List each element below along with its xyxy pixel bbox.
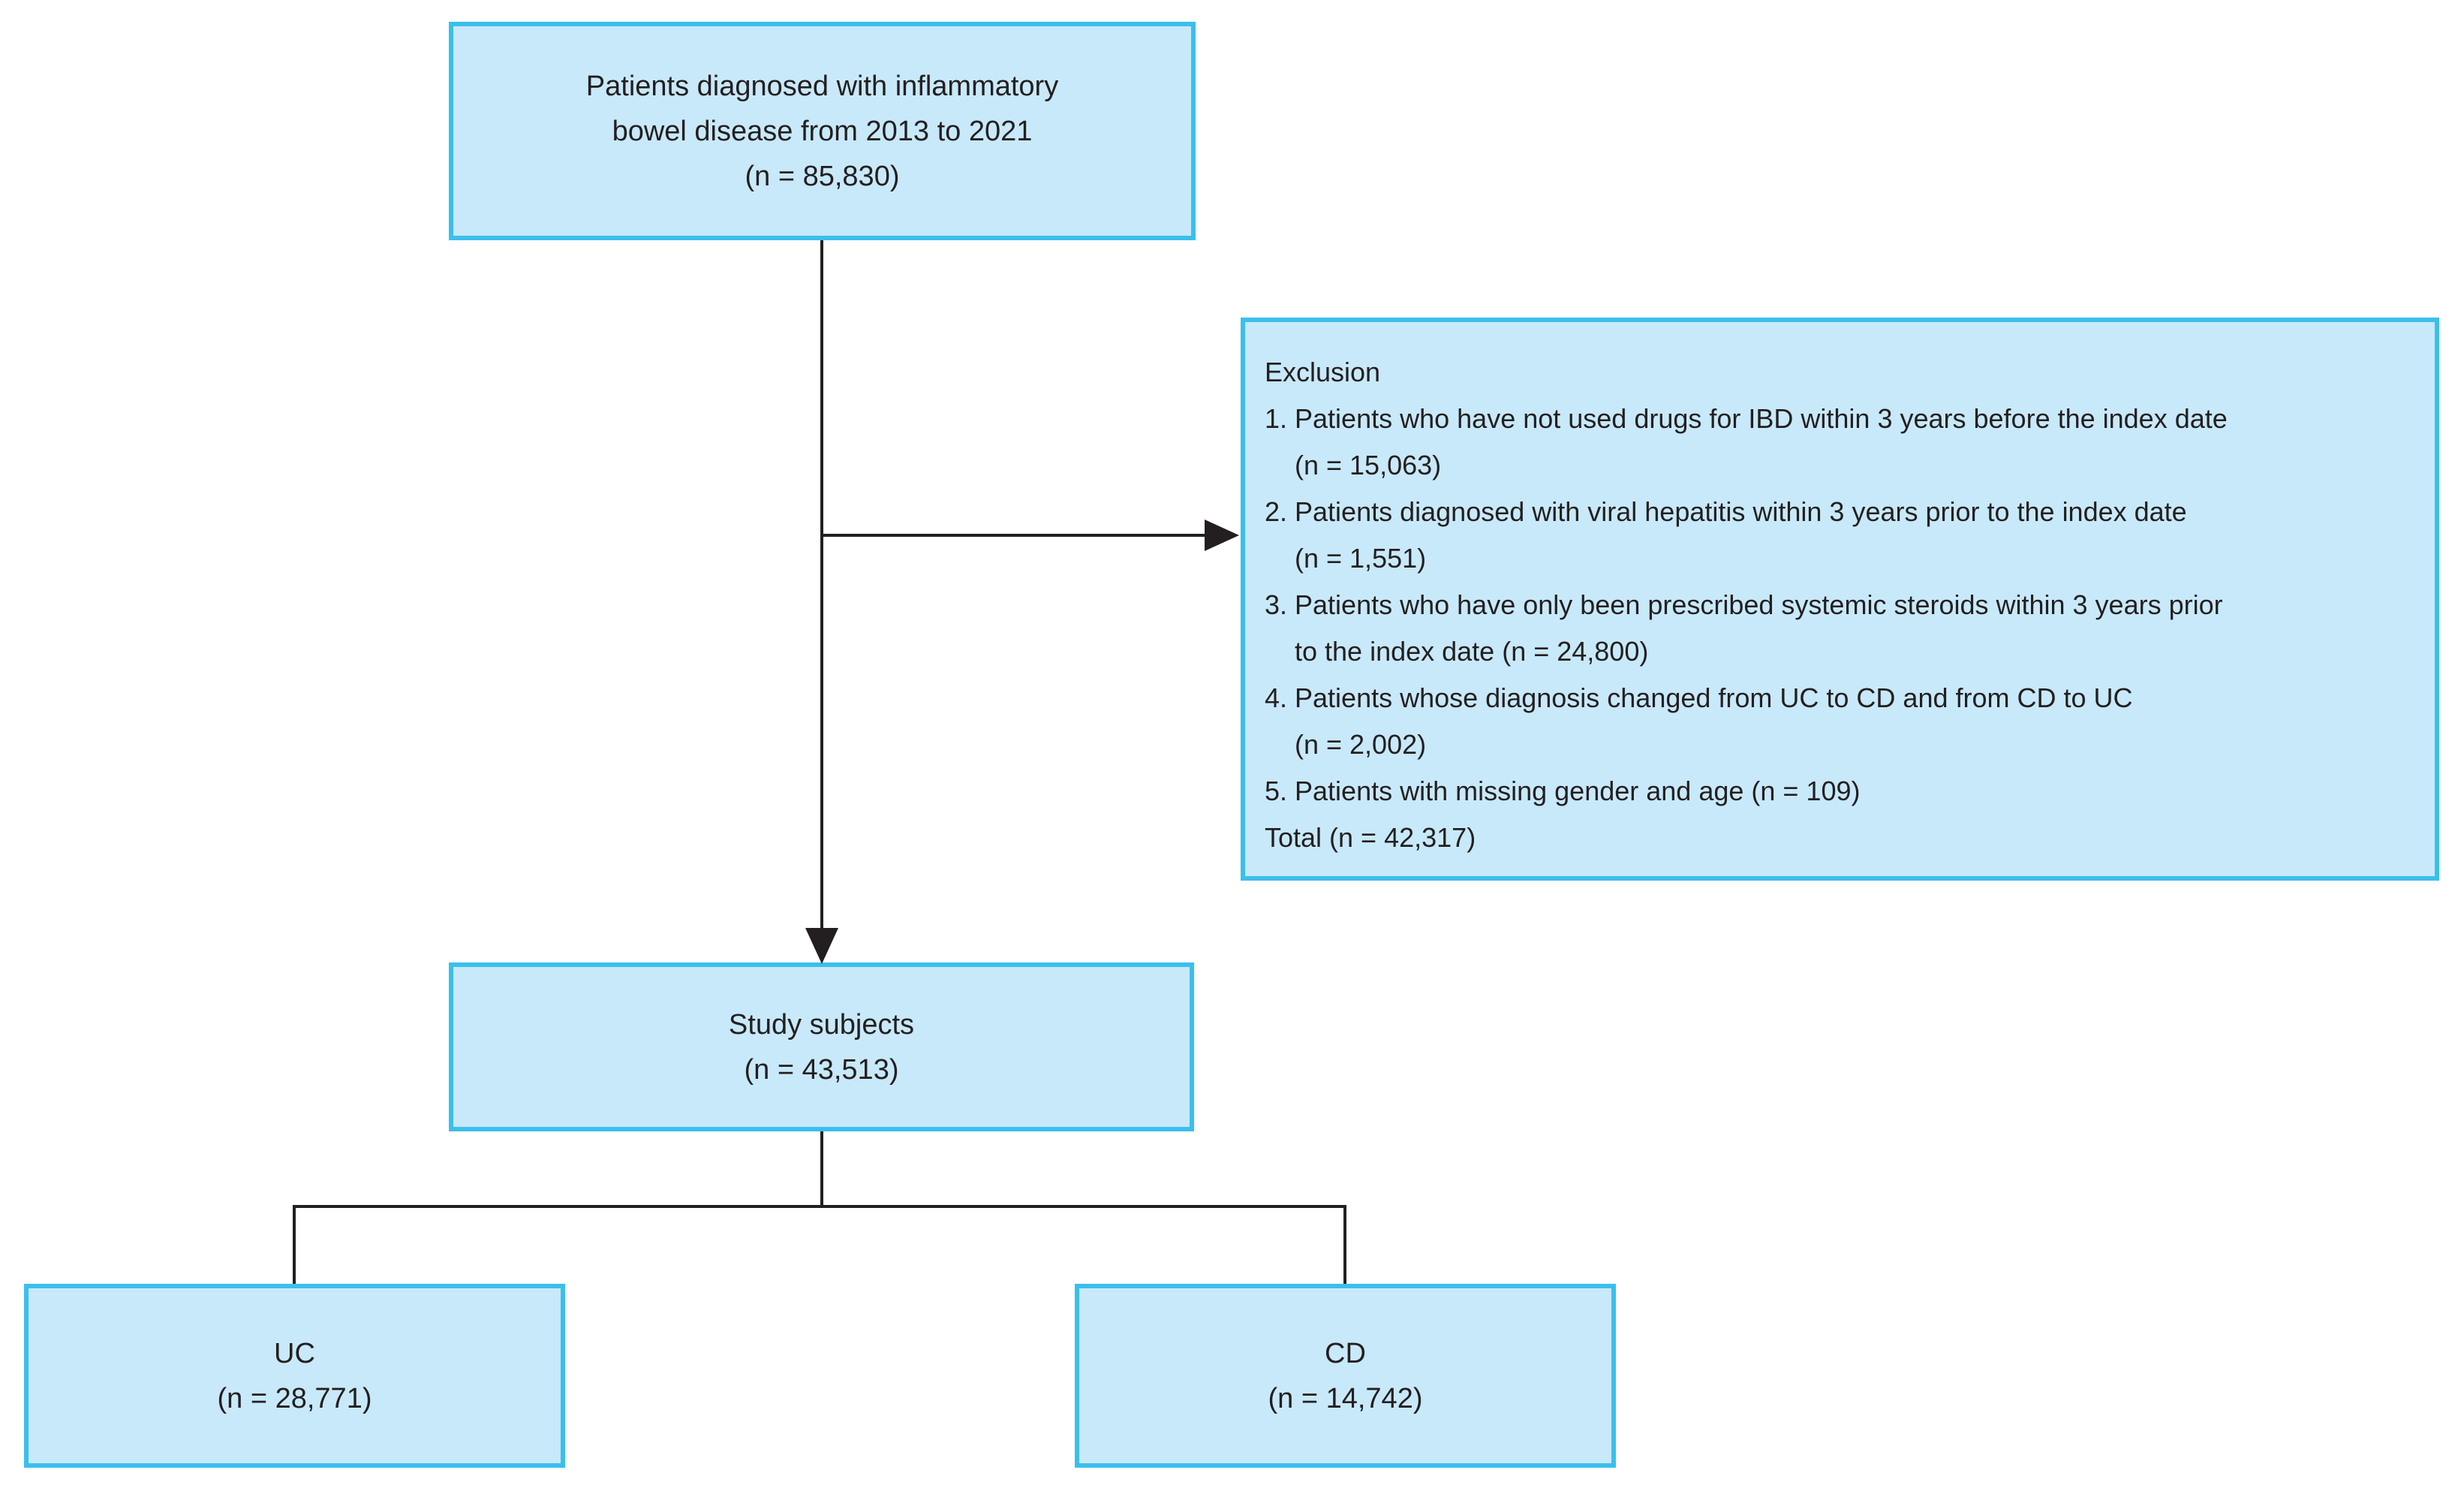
node-exclusion: Exclusion 1. Patients who have not used … bbox=[1241, 318, 2439, 881]
node-text-line: (n = 28,771) bbox=[217, 1382, 372, 1414]
node-text-line: bowel disease from 2013 to 2021 bbox=[612, 115, 1033, 147]
node-uc: UC (n = 28,771) bbox=[24, 1284, 565, 1468]
node-text-line: (n = 85,830) bbox=[745, 160, 900, 192]
node-text-line: Patients diagnosed with inflammatory bbox=[585, 70, 1059, 102]
connector-split-to-uc bbox=[293, 1205, 296, 1284]
exclusion-item-line: to the index date (n = 24,800) bbox=[1295, 636, 1649, 667]
arrow-down-icon bbox=[805, 928, 838, 964]
node-text-line: CD bbox=[1325, 1337, 1366, 1369]
node-ibd-patients: Patients diagnosed with inflammatory bow… bbox=[449, 22, 1196, 240]
exclusion-item-line: 3. Patients who have only been prescribe… bbox=[1265, 589, 2223, 620]
exclusion-item-line: 5. Patients with missing gender and age … bbox=[1265, 776, 1861, 806]
arrow-right-icon bbox=[1205, 520, 1239, 551]
connector-split-horizontal bbox=[293, 1205, 1346, 1208]
exclusion-title: Exclusion bbox=[1265, 357, 1381, 387]
node-cd: CD (n = 14,742) bbox=[1075, 1284, 1616, 1468]
exclusion-item-line: (n = 2,002) bbox=[1295, 729, 1427, 760]
node-text-line: (n = 14,742) bbox=[1268, 1382, 1423, 1414]
connector-ibd-to-study bbox=[820, 240, 823, 929]
node-study-subjects: Study subjects (n = 43,513) bbox=[449, 962, 1194, 1131]
exclusion-item-line: (n = 15,063) bbox=[1295, 450, 1442, 480]
exclusion-total: Total (n = 42,317) bbox=[1265, 822, 1476, 853]
exclusion-item-line: 1. Patients who have not used drugs for … bbox=[1265, 403, 2228, 434]
node-text-line: (n = 43,513) bbox=[744, 1053, 899, 1086]
node-text-line: UC bbox=[274, 1337, 315, 1369]
exclusion-item-line: (n = 1,551) bbox=[1295, 543, 1427, 574]
connector-to-exclusion bbox=[822, 534, 1206, 537]
connector-split-to-cd bbox=[1343, 1205, 1346, 1284]
exclusion-item-line: 4. Patients whose diagnosis changed from… bbox=[1265, 682, 2133, 713]
node-text-line: Study subjects bbox=[728, 1008, 915, 1041]
exclusion-item-line: 2. Patients diagnosed with viral hepatit… bbox=[1265, 496, 2187, 527]
connector-study-to-split bbox=[820, 1131, 823, 1208]
